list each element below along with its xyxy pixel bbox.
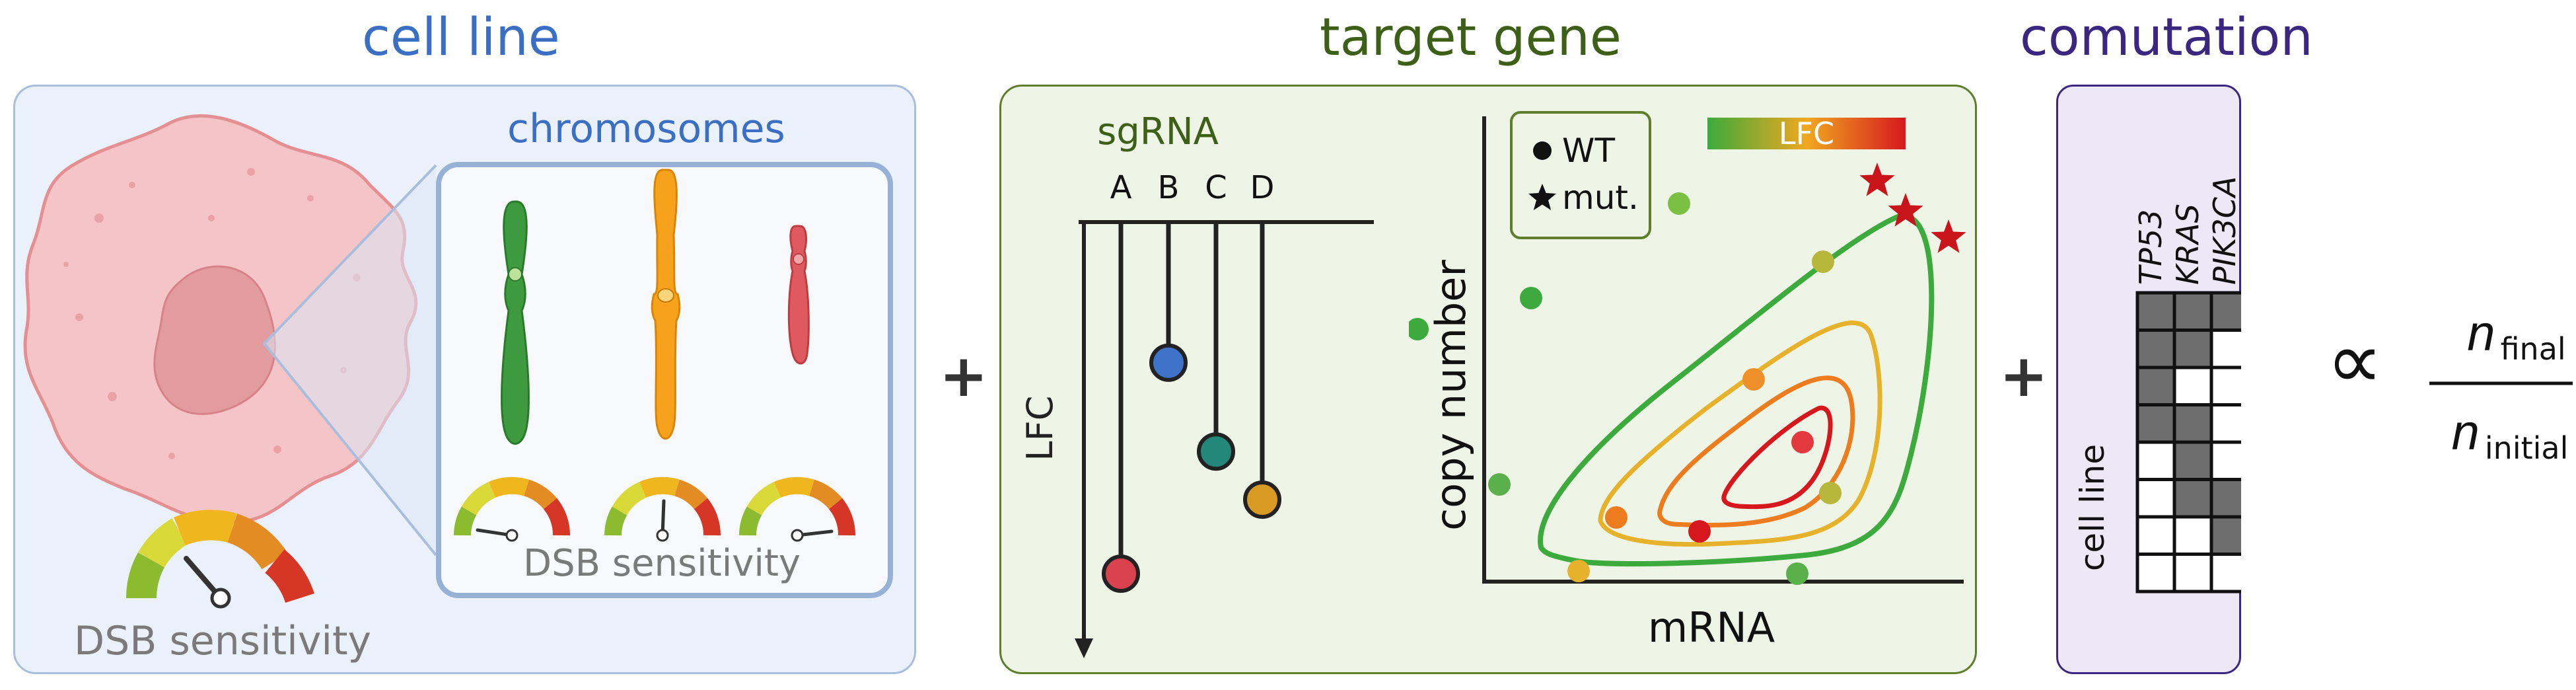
contour-orange [1657, 375, 1855, 528]
comutation-title: comutation [2020, 8, 2313, 67]
copy-number-scatter: copy number mRNA WT mut. LFC [1409, 111, 1966, 652]
gauge-green-chromosome [454, 477, 571, 542]
cell-line-row-label: cell line [2073, 444, 2112, 571]
matrix-cell [2209, 478, 2241, 519]
matrix-cell [2209, 515, 2241, 556]
matrix-cell [2135, 365, 2176, 406]
orange-chromosome-icon [651, 169, 681, 440]
chromosomes-title: chromosomes [507, 106, 785, 152]
matrix-cell [2209, 328, 2241, 369]
wt-point [1812, 250, 1834, 273]
mut-point [1888, 193, 1923, 227]
matrix-cell [2135, 440, 2176, 481]
wt-point [1605, 506, 1628, 529]
proportional-symbol: ∝ [2326, 315, 2383, 407]
contour-red [1721, 405, 1833, 510]
guide-label-A: A [1110, 169, 1132, 206]
matrix-cell [2209, 365, 2241, 406]
guide-label-C: C [1205, 169, 1227, 206]
plus-operator-1: + [939, 342, 988, 410]
mut-marker-icon [1528, 184, 1556, 210]
matrix-cell [2135, 403, 2176, 444]
denominator-var: n [2452, 404, 2480, 461]
contour-green [1538, 213, 1935, 567]
gene-label-TP53: TP53 [2133, 210, 2168, 285]
contour-yellow [1598, 321, 1882, 547]
legend-wt-label: WT [1562, 132, 1615, 170]
matrix-cell [2172, 403, 2213, 444]
plus-operator-2: + [1999, 342, 2048, 410]
dsb-sensitivity-label-main: DSB sensitivity [74, 618, 372, 664]
gauge-red-chromosome [739, 477, 856, 542]
matrix-cell [2135, 515, 2176, 556]
matrix-cell [2172, 440, 2213, 481]
matrix-cell [2135, 478, 2176, 519]
wt-point [1791, 431, 1814, 453]
wt-point [1409, 318, 1429, 340]
matrix-cell [2209, 403, 2241, 444]
colorbar-label: LFC [1779, 116, 1834, 151]
wt-marker-icon [1533, 141, 1552, 160]
gene-label-KRAS: KRAS [2170, 204, 2205, 285]
guide-head-A [1102, 555, 1140, 593]
legend-mut-label: mut. [1562, 178, 1639, 217]
matrix-cell [2172, 291, 2213, 332]
matrix-cell [2172, 515, 2213, 556]
matrix-cell [2209, 291, 2241, 332]
matrix-cell [2209, 440, 2241, 481]
matrix-cell [2135, 291, 2176, 332]
wt-point [1668, 192, 1690, 215]
chromosome-illustrations [454, 169, 856, 542]
wt-point [1819, 482, 1842, 504]
sgrna-title: sgRNA [1097, 110, 1219, 153]
nucleus-icon [153, 265, 276, 415]
green-chromosome-icon [501, 200, 530, 445]
mut-point [1859, 163, 1895, 196]
x-axis-label: mRNA [1648, 603, 1775, 652]
matrix-cell [2172, 365, 2213, 406]
guide-label-B: B [1158, 169, 1180, 206]
matrix-cell [2209, 553, 2241, 594]
denominator-sub: initial [2485, 430, 2569, 466]
gauge-orange-chromosome [604, 477, 721, 542]
wt-point [1488, 473, 1511, 496]
y-axis-label: copy number [1427, 260, 1475, 531]
guide-label-D: D [1250, 169, 1275, 206]
lfc-arrowhead-icon [1075, 638, 1093, 658]
dsb-sensitivity-label-inset: DSB sensitivity [523, 542, 801, 585]
cell-illustration [23, 114, 437, 609]
wt-point [1688, 520, 1711, 543]
matrix-cell [2172, 478, 2213, 519]
wt-point [1567, 560, 1590, 582]
cell-line-title: cell line [362, 8, 560, 67]
guide-head-D [1243, 480, 1281, 519]
numerator-sub: final [2501, 331, 2566, 367]
target-gene-title: target gene [1320, 8, 1622, 67]
matrix-cell [2135, 328, 2176, 369]
zoom-cone [264, 165, 436, 555]
guide-head-B [1149, 343, 1188, 382]
dsb-sensitivity-gauge-main [126, 510, 314, 609]
matrix-cell [2172, 553, 2213, 594]
wt-point [1786, 562, 1808, 585]
mut-point [1931, 219, 1966, 253]
guide-head-C [1197, 432, 1235, 471]
matrix-cell [2172, 328, 2213, 369]
gene-label-PIK3CA: PIK3CA [2207, 176, 2241, 285]
wt-point [1520, 287, 1542, 309]
lfc-axis-label: LFC [1019, 396, 1061, 461]
matrix-cell [2135, 553, 2176, 594]
numerator-var: n [2467, 305, 2495, 362]
wt-point [1742, 368, 1765, 391]
red-chromosome-icon [787, 225, 810, 365]
lfc-colorbar [1707, 118, 1906, 149]
